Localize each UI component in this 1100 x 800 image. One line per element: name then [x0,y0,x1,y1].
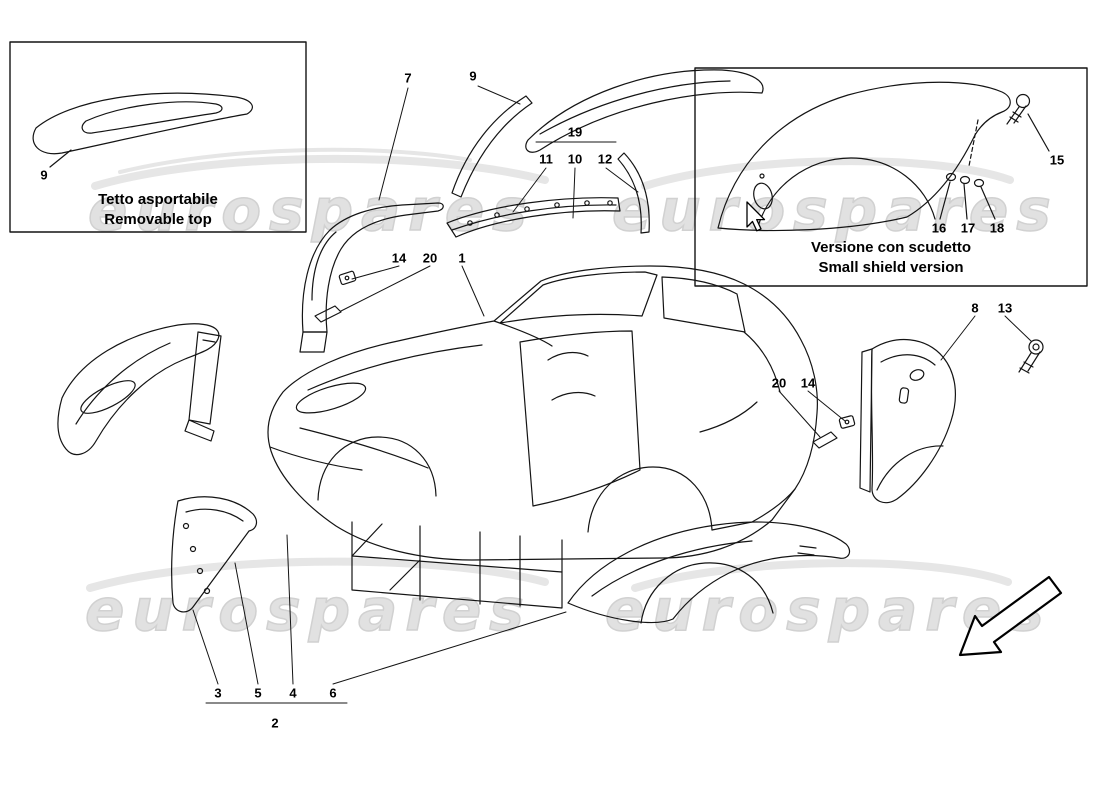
part-number-15[interactable]: 15 [1049,152,1065,168]
watermark-bottom-left: eurospares [84,575,532,645]
part-number-13[interactable]: 13 [997,300,1013,316]
leader-lines [192,85,1032,704]
part-number-12[interactable]: 12 [597,151,613,167]
removable-top-part [32,92,253,168]
part-number-8[interactable]: 8 [971,300,979,316]
direction-arrow [958,575,1063,657]
part-number-11[interactable]: 11 [539,151,553,167]
a-pillar-strip-part [451,95,533,198]
part-number-9[interactable]: 9 [469,68,477,84]
small-shield-box [694,67,1088,287]
mouse-cursor [746,201,766,232]
removable-top-box [9,41,307,233]
screw-part-13 [1018,339,1044,374]
screw-part-15 [1006,93,1031,125]
clip-parts-right [812,415,856,449]
part-number-20[interactable]: 20 [771,375,787,391]
front-wing-part [567,521,851,624]
part-number-14[interactable]: 14 [391,250,407,266]
windshield-frame-part [446,197,621,238]
washer-17 [959,175,971,185]
part-number-5[interactable]: 5 [254,685,262,701]
small-shield-caption-it: Versione con scudetto [810,239,972,256]
clip-parts-left [314,270,357,323]
washer-18 [973,178,985,188]
part-number-10[interactable]: 10 [567,151,583,167]
part-number-2[interactable]: 2 [271,715,279,731]
part-number-16[interactable]: 16 [931,220,947,236]
roof-skin-part [525,69,764,153]
windshield-side-strip-part [617,152,650,234]
front-pillar-structure-part [299,202,444,353]
part-number-18[interactable]: 18 [989,220,1005,236]
small-shield-caption-en: Small shield version [818,259,964,277]
part-number-17[interactable]: 17 [960,220,976,236]
washer-16 [945,172,957,182]
part-number-9[interactable]: 9 [40,167,48,183]
part-number-14[interactable]: 14 [800,375,816,391]
bodyshell-part [267,265,818,609]
small-shield-fender-part [717,81,1050,232]
inset-box-borders [9,41,1088,287]
removable-top-caption-en: Removable top [104,211,212,229]
removable-top-caption-it: Tetto asportabile [98,191,218,208]
small-shield-caption: Versione con scudetto Small shield versi… [705,238,1077,279]
removable-top-caption: Tetto asportabile Removable top [20,190,296,231]
part-number-3[interactable]: 3 [214,685,222,701]
sill-panel-part [171,496,258,613]
front-fender-left-part [57,323,220,456]
part-number-1[interactable]: 1 [458,250,466,266]
part-number-6[interactable]: 6 [329,685,337,701]
part-number-7[interactable]: 7 [404,70,412,86]
pillar-strip-part [184,331,222,442]
part-number-19[interactable]: 19 [567,124,583,140]
part-number-4[interactable]: 4 [289,685,297,701]
watermark-swoosh-strokes [86,147,1014,592]
rear-quarter-part [859,338,956,504]
part-number-20[interactable]: 20 [422,250,438,266]
